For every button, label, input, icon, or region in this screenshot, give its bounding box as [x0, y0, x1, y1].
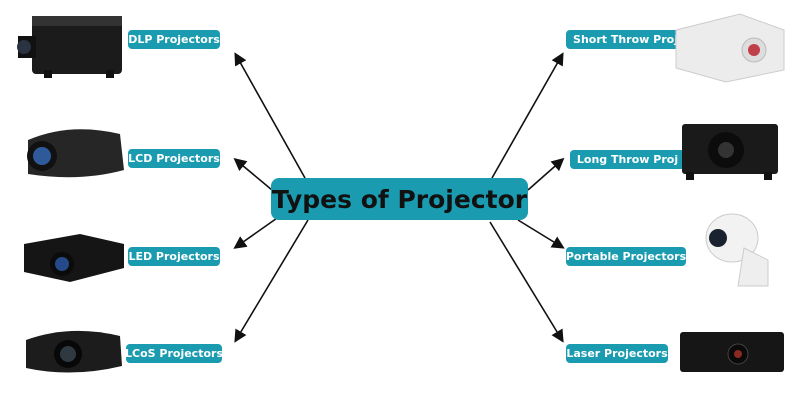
- arrow-short-throw: [491, 52, 564, 179]
- label-laser: Laser Projectors: [566, 344, 668, 363]
- laser-projector-image: [680, 332, 784, 372]
- label-short-throw: Short Throw Proj: [566, 30, 685, 49]
- portable-projector-image: [705, 213, 769, 287]
- led-projector-image: [24, 234, 124, 282]
- label-lcos: LCoS Projectors: [125, 344, 223, 363]
- dlp-projector-image: [17, 16, 122, 78]
- arrow-led: [233, 215, 281, 249]
- arrow-dlp: [234, 52, 306, 179]
- label-lcd: LCD Projectors: [128, 149, 220, 168]
- label-led: LED Projectors: [128, 247, 220, 266]
- label-long-throw: Long Throw Proj: [570, 150, 685, 169]
- label-portable: Portable Projectors: [566, 247, 686, 266]
- short-throw-projector-image: [675, 13, 785, 83]
- label-dlp: DLP Projectors: [128, 30, 220, 49]
- arrow-laser: [489, 221, 564, 343]
- arrow-lcos: [234, 219, 309, 343]
- arrow-portable: [517, 219, 565, 249]
- central-title: Types of Projector: [271, 178, 528, 220]
- lcd-projector-image: [27, 129, 124, 178]
- arrow-long-throw: [527, 157, 565, 191]
- arrow-lcd: [233, 157, 273, 191]
- lcos-projector-image: [26, 330, 122, 373]
- long-throw-projector-image: [682, 124, 778, 180]
